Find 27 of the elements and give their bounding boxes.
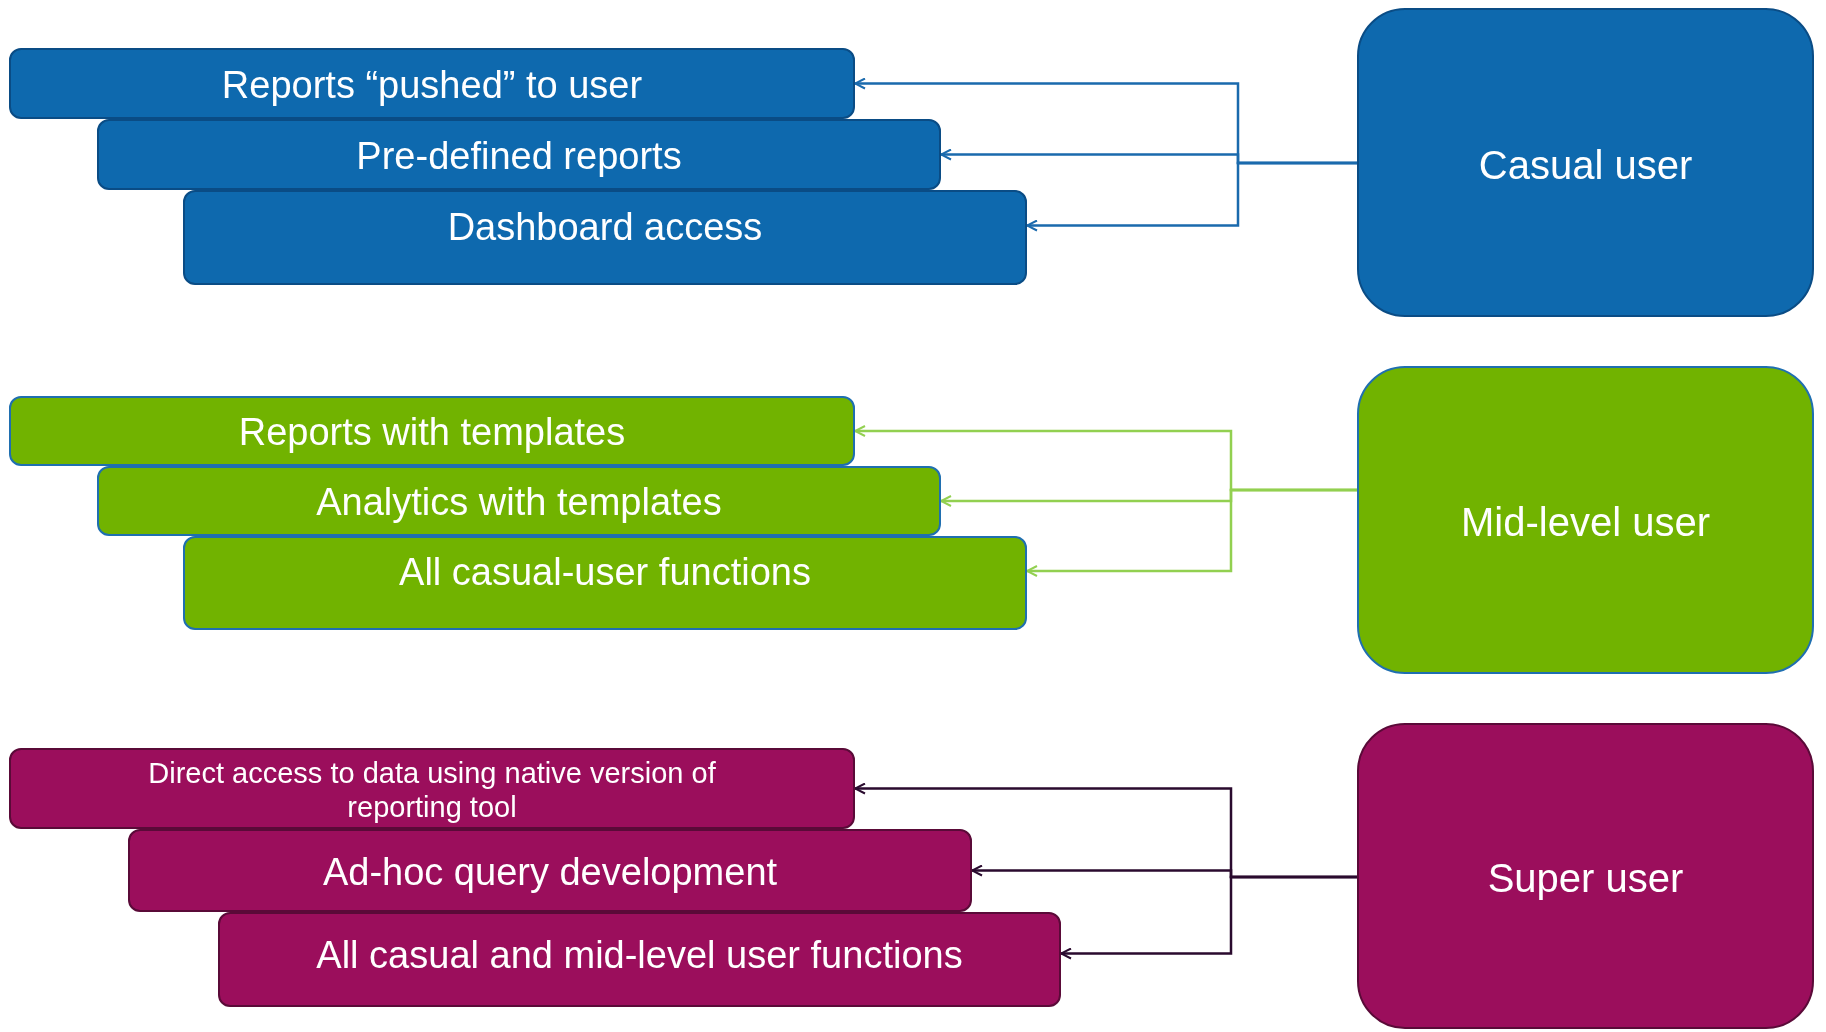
feature-box xyxy=(183,536,1027,630)
feature-box xyxy=(9,396,855,466)
feature-label: Pre-defined reports xyxy=(356,134,682,179)
feature-label: Ad-hoc query development xyxy=(322,850,778,895)
role-label: Super user xyxy=(1487,855,1684,901)
user-role-box xyxy=(1357,8,1814,317)
feature-label: Analytics with templates xyxy=(316,481,722,525)
feature-box xyxy=(9,48,855,119)
feature-box xyxy=(183,190,1027,285)
feature-box xyxy=(9,748,855,829)
connector-arrow xyxy=(1060,875,1357,960)
feature-box xyxy=(128,829,972,912)
role-label: Mid-level user xyxy=(1461,499,1710,545)
connector-arrow xyxy=(1026,488,1357,577)
user-role-box xyxy=(1357,366,1814,674)
feature-label: All casual and mid-level user functions xyxy=(316,933,963,978)
connector-arrow xyxy=(1026,161,1357,232)
feature-label: All casual-user functions xyxy=(399,551,811,595)
feature-label: Direct access to data using native version of reporting tool xyxy=(147,757,717,824)
feature-label: Dashboard access xyxy=(447,205,763,250)
feature-label: Reports with templates xyxy=(238,411,626,455)
feature-label: Reports “pushed” to user xyxy=(221,63,643,108)
role-label: Casual user xyxy=(1478,141,1693,188)
feature-box xyxy=(218,912,1061,1007)
feature-box xyxy=(97,466,941,536)
user-role-box xyxy=(1357,723,1814,1029)
feature-box xyxy=(97,119,941,190)
